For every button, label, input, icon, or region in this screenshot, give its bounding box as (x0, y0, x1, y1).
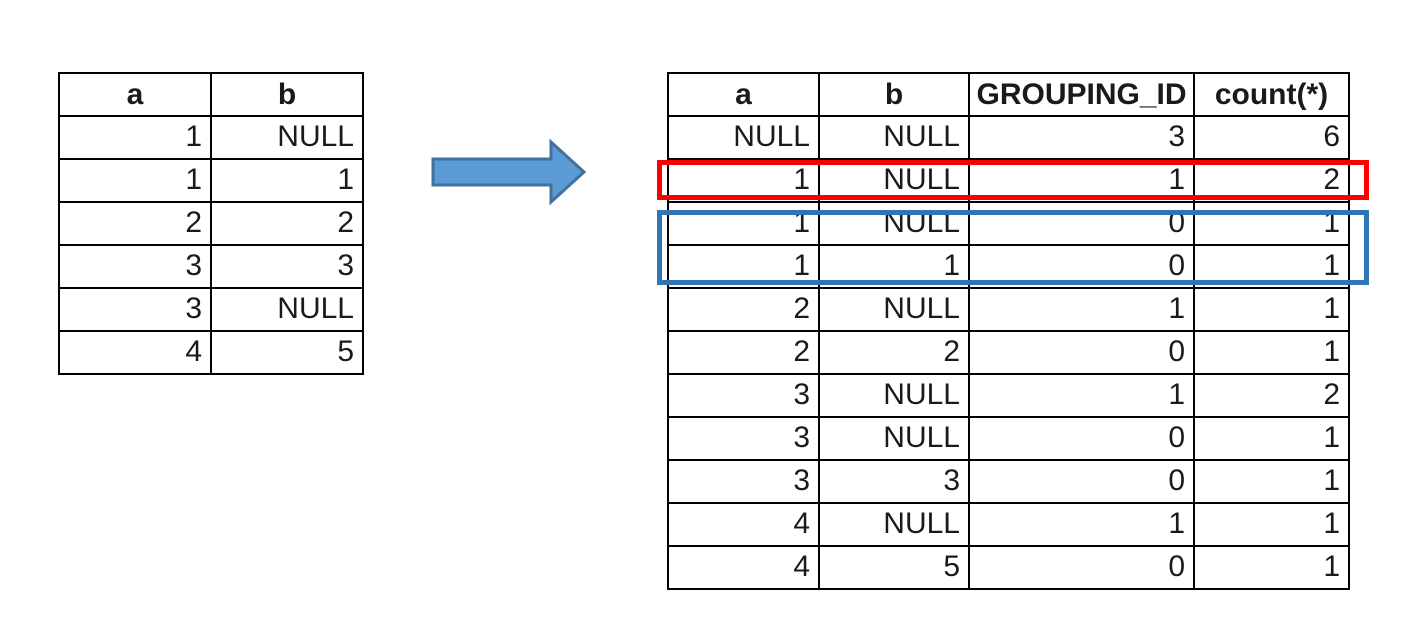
right-arrow-shape (431, 139, 587, 205)
cell: 1 (1193, 244, 1350, 289)
cell: NULL (818, 416, 970, 461)
result-header-count: count(*) (1193, 72, 1350, 117)
cell: 2 (58, 201, 212, 246)
table-row: 1 NULL 1 2 (667, 158, 1350, 203)
cell: 2 (210, 201, 364, 246)
cell: 1 (1193, 287, 1350, 332)
cell: 0 (968, 545, 1195, 590)
cell: 5 (210, 330, 364, 375)
cell: 3 (58, 287, 212, 332)
cell: 2 (1193, 373, 1350, 418)
result-header-a: a (667, 72, 820, 117)
cell: 3 (667, 373, 820, 418)
cell: NULL (818, 502, 970, 547)
result-table: a b GROUPING_ID count(*) NULL NULL 3 6 1… (667, 72, 1350, 590)
cell: 0 (968, 416, 1195, 461)
table-row: 3 NULL 0 1 (667, 416, 1350, 461)
cell: NULL (818, 373, 970, 418)
table-row: 1 NULL (58, 115, 364, 160)
table-row: 2 2 0 1 (667, 330, 1350, 375)
cell: 1 (1193, 201, 1350, 246)
cell: 4 (667, 502, 820, 547)
cell: 2 (818, 330, 970, 375)
cell: 1 (818, 244, 970, 289)
cell: 1 (1193, 459, 1350, 504)
cell: 1 (667, 158, 820, 203)
cell: NULL (818, 287, 970, 332)
cell: NULL (818, 201, 970, 246)
cell: 3 (667, 416, 820, 461)
result-header-b: b (818, 72, 970, 117)
table-row: 2 NULL 1 1 (667, 287, 1350, 332)
table-row: 1 NULL 0 1 (667, 201, 1350, 246)
cell: 3 (667, 459, 820, 504)
table-row: 1 1 0 1 (667, 244, 1350, 289)
table-row: 2 2 (58, 201, 364, 246)
cell: 1 (1193, 416, 1350, 461)
cell: 1 (667, 201, 820, 246)
cell: 1 (1193, 330, 1350, 375)
table-row: 4 5 0 1 (667, 545, 1350, 590)
cell: 1 (58, 158, 212, 203)
source-header-row: a b (58, 72, 364, 117)
cell: NULL (818, 115, 970, 160)
cell: 2 (667, 287, 820, 332)
source-table: a b 1 NULL 1 1 2 2 3 3 3 NULL (58, 72, 364, 375)
cell: 1 (968, 287, 1195, 332)
table-row: 3 3 (58, 244, 364, 289)
cell: 6 (1193, 115, 1350, 160)
table-row: 3 NULL (58, 287, 364, 332)
table-row: 1 1 (58, 158, 364, 203)
cell: 0 (968, 244, 1195, 289)
cell: 3 (58, 244, 212, 289)
transform-arrow-icon (431, 139, 587, 205)
cell: 1 (968, 158, 1195, 203)
cell: NULL (210, 115, 364, 160)
source-header-a: a (58, 72, 212, 117)
cell: 1 (1193, 545, 1350, 590)
cell: 0 (968, 201, 1195, 246)
cell: NULL (210, 287, 364, 332)
table-row: 4 NULL 1 1 (667, 502, 1350, 547)
cell: 4 (667, 545, 820, 590)
cell: 2 (667, 330, 820, 375)
table-row: 3 3 0 1 (667, 459, 1350, 504)
cell: 4 (58, 330, 212, 375)
table-row: NULL NULL 3 6 (667, 115, 1350, 160)
cell: 2 (1193, 158, 1350, 203)
cell: 3 (818, 459, 970, 504)
cell: 1 (667, 244, 820, 289)
cell: 5 (818, 545, 970, 590)
cell: 1 (1193, 502, 1350, 547)
cell: 1 (58, 115, 212, 160)
cell: 1 (968, 502, 1195, 547)
source-header-b: b (210, 72, 364, 117)
table-row: 4 5 (58, 330, 364, 375)
cell: 0 (968, 459, 1195, 504)
cell: 0 (968, 330, 1195, 375)
cell: 1 (968, 373, 1195, 418)
cell: 3 (968, 115, 1195, 160)
cell: 3 (210, 244, 364, 289)
cell: NULL (818, 158, 970, 203)
result-header-row: a b GROUPING_ID count(*) (667, 72, 1350, 117)
table-row: 3 NULL 1 2 (667, 373, 1350, 418)
cell: 1 (210, 158, 364, 203)
cell: NULL (667, 115, 820, 160)
result-header-grouping-id: GROUPING_ID (968, 72, 1195, 117)
